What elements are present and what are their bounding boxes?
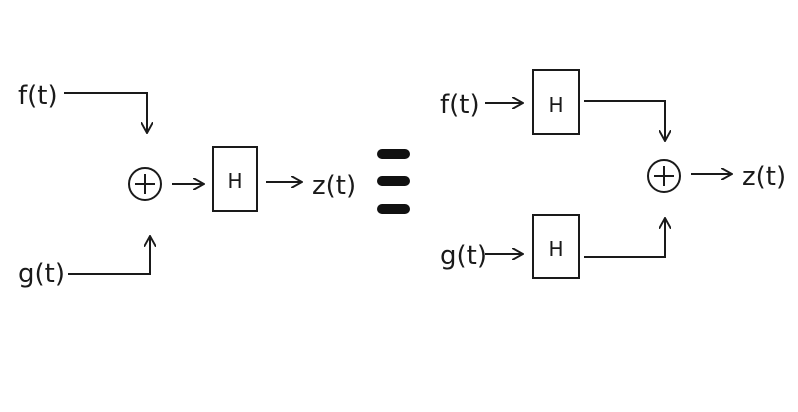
equivalence-symbol	[377, 149, 410, 214]
left-h-block: H	[212, 146, 258, 212]
right-summing-junction	[647, 159, 681, 193]
left-diagram: f(t) g(t) H z(t)	[18, 81, 356, 289]
right-h-bottom-label: H	[548, 237, 563, 261]
left-output-z: z(t)	[312, 171, 356, 201]
right-top-to-sum-line	[584, 100, 665, 141]
right-h-block-top: H	[532, 69, 580, 135]
left-input-g: g(t)	[18, 259, 65, 289]
right-diagram: f(t) H g(t) H z(t)	[440, 69, 786, 279]
left-f-line	[64, 92, 147, 133]
right-input-f: f(t)	[440, 90, 480, 120]
right-output-z: z(t)	[742, 162, 786, 192]
right-bottom-to-sum-line	[584, 218, 665, 258]
left-g-line	[68, 236, 150, 275]
right-input-g: g(t)	[440, 241, 487, 271]
right-h-top-label: H	[548, 93, 563, 117]
left-summing-junction	[128, 167, 162, 201]
left-input-f: f(t)	[18, 81, 58, 111]
left-h-label: H	[227, 169, 242, 193]
right-h-block-bottom: H	[532, 214, 580, 279]
